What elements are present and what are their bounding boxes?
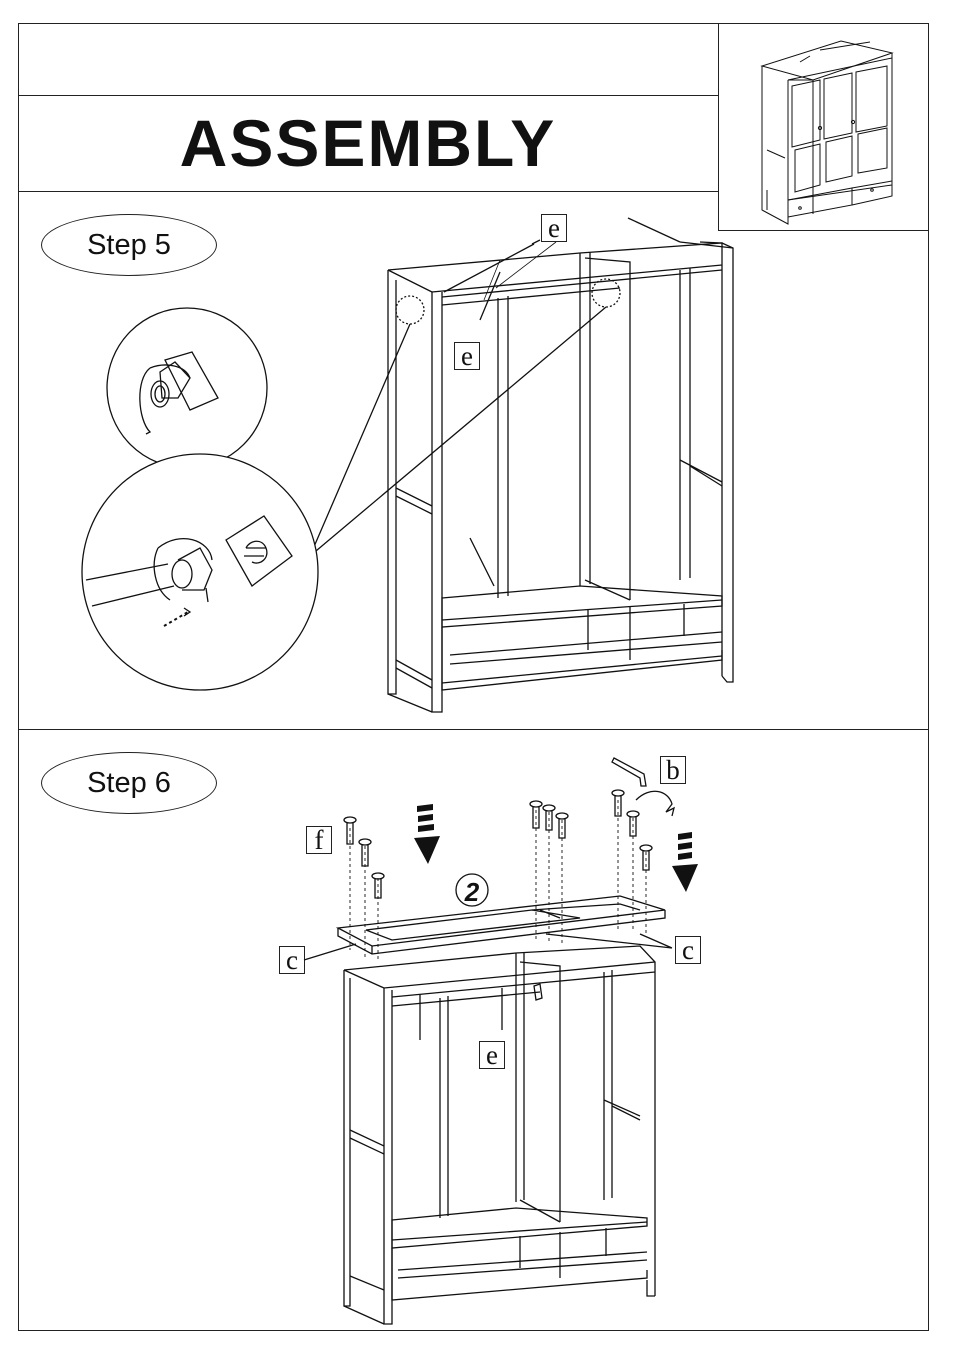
thumbnail-wardrobe	[762, 41, 892, 224]
step5-wardrobe	[310, 218, 733, 712]
step6-wardrobe	[344, 946, 655, 1324]
panel-number: 2	[464, 877, 480, 907]
step5-detail-lower	[82, 454, 318, 690]
step5-detail-upper	[107, 308, 267, 468]
